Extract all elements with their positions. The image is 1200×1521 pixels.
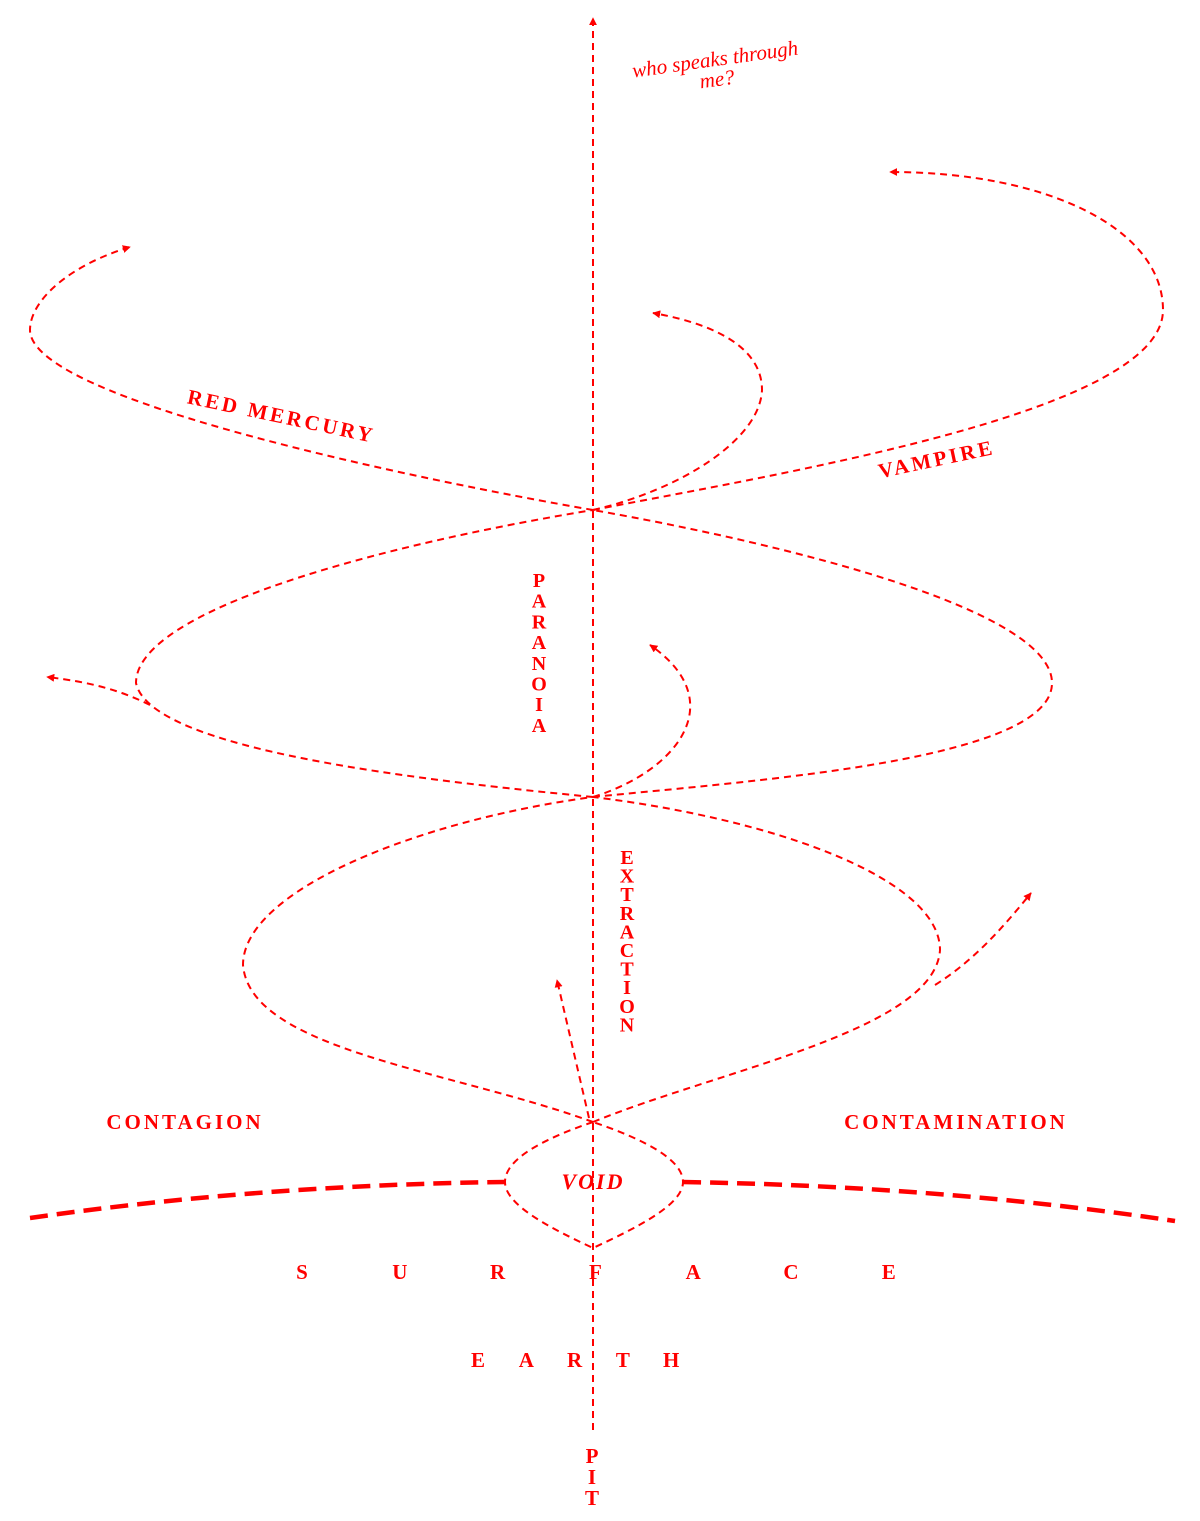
paranoia-letter: A	[532, 632, 547, 654]
extraction-letter: N	[620, 1014, 635, 1036]
extraction-letter: E	[620, 847, 633, 869]
paranoia-letter: P	[533, 570, 545, 592]
extraction-letter: O	[619, 996, 635, 1018]
upper-inner-arrow	[592, 310, 764, 511]
void-short-arrow	[554, 979, 590, 1119]
surface-letter: E	[882, 1260, 896, 1284]
upper-right-loop	[592, 168, 1165, 511]
lower-right-arrow	[934, 892, 1032, 986]
paranoia-letter: I	[535, 694, 543, 716]
surface-letter: C	[783, 1260, 798, 1284]
lower-loop-left	[241, 796, 594, 1123]
contagion-label: CONTAGION	[106, 1110, 263, 1134]
red-mercury-label: RED MERCURY	[185, 385, 377, 448]
surface-letter: U	[392, 1260, 407, 1284]
void-lens	[503, 1120, 685, 1250]
lower-loop-right	[592, 796, 942, 1123]
extraction-letter: A	[620, 921, 635, 943]
paranoia-letter: R	[532, 611, 547, 633]
surface-letter: S	[296, 1260, 308, 1284]
extraction-letter: R	[620, 903, 635, 925]
middle-loop-right	[592, 509, 1054, 798]
surface-letter: F	[589, 1260, 602, 1284]
extraction-letter: I	[623, 977, 631, 999]
extraction-letter: C	[620, 940, 634, 962]
earth-letter: E	[471, 1348, 485, 1372]
top-question-line2: me?	[698, 65, 736, 94]
extraction-letter: T	[620, 959, 634, 981]
middle-inner-arrow	[592, 644, 692, 798]
paranoia-letter: A	[532, 591, 547, 613]
pit-letter: T	[585, 1486, 599, 1510]
pit-letter: I	[588, 1465, 596, 1489]
paranoia-letter: N	[532, 653, 547, 675]
void-label: VOID	[561, 1169, 624, 1194]
surface-letter: A	[686, 1260, 702, 1284]
surface-letter: R	[490, 1260, 506, 1284]
pit-letter: P	[586, 1444, 599, 1468]
surface-line-left	[29, 1179, 506, 1221]
earth-letter: H	[663, 1348, 679, 1372]
earth-letter: R	[567, 1348, 583, 1372]
earth-letter: T	[616, 1348, 630, 1372]
extraction-letter: T	[620, 884, 634, 906]
upper-left-loop	[28, 245, 594, 511]
middle-left-arrow	[46, 673, 151, 706]
surface-line-right	[682, 1179, 1176, 1224]
vampire-label: VAMPIRE	[876, 435, 997, 483]
extraction-letter: X	[620, 866, 635, 888]
earth-letter: A	[519, 1348, 535, 1372]
contamination-label: CONTAMINATION	[844, 1110, 1068, 1134]
paranoia-letter: O	[531, 674, 547, 696]
middle-loop-left	[134, 509, 594, 798]
paranoia-letter: A	[532, 715, 547, 737]
pit-label: PIT	[585, 1444, 599, 1510]
